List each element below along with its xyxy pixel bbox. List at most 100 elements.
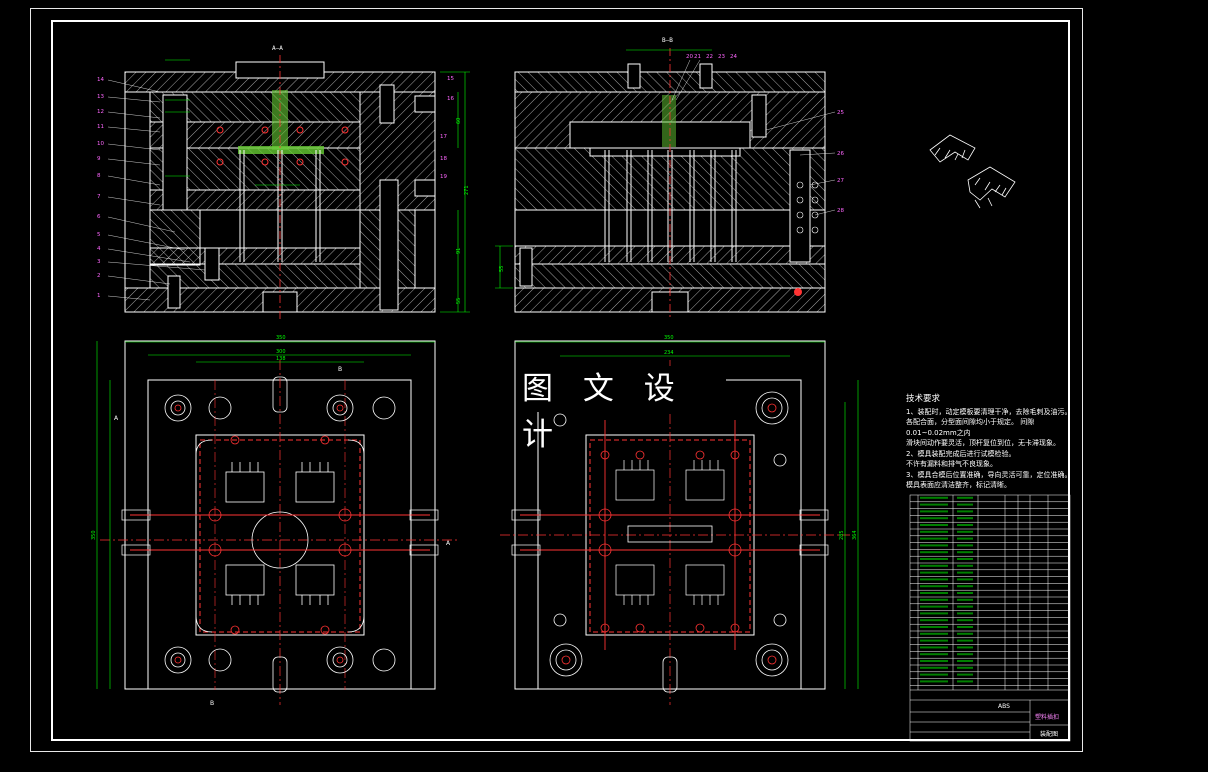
table-cell-text-mark [957,585,973,588]
table-cell-text-mark [920,612,948,615]
balloon-1: 1 [97,293,101,299]
table-cell-text-mark [957,517,973,520]
balloon-11: 11 [97,124,104,130]
table-cell-text-mark [957,564,973,567]
balloon-16: 16 [447,96,454,102]
table-cell-text-mark [920,639,948,642]
balloon-2: 2 [97,273,101,279]
dim-left-plan-inner2: 138 [276,356,286,362]
tech-line-6: 3、模具合模后位置准确，导向灵活可靠，定位准确。 [906,470,1072,479]
dim-right-plan-width: 350 [664,335,674,341]
tech-line-1: 1、装配时，动定模板要清理干净，去除毛刺及油污。 [906,407,1072,416]
drawing-inner-border [51,20,1070,741]
balloon-6: 6 [97,214,101,220]
dim-left-plan-width: 350 [276,335,286,341]
table-cell-text-mark [920,571,948,574]
plan-label-b-bottom: B [210,700,214,707]
balloon-17: 17 [440,134,447,140]
plan-view-left: 350 300 138 350 A A B B [91,335,460,707]
table-cell-text-mark [920,496,948,499]
table-cell-text-mark [957,673,973,676]
table-cell-text-mark [957,632,973,635]
table-cell-text-mark [957,619,973,622]
table-cell-text-mark [957,571,973,574]
table-cell-text-mark [920,558,948,560]
table-cell-text-mark [957,592,973,594]
table-cell-text-mark [957,530,973,533]
section-a-label: A—A [272,45,283,52]
parts-list-table [909,494,1071,742]
watermark: 图 文 设 计 [516,366,726,453]
table-cell-text-mark [957,503,973,506]
table-cell-text-mark [957,653,973,656]
table-cell-text-mark [957,496,973,499]
tech-line-3: 滑块间动作要灵活，顶杆复位到位，无卡滞现象。 [906,439,1060,447]
table-cell-text-mark [920,598,948,601]
table-cell-text-mark [957,666,973,669]
balloon-22: 22 [706,54,713,60]
table-cell-text-mark [920,517,948,520]
dim-left-plan-inner: 300 [276,349,286,355]
dim-left-plan-height: 350 [91,530,97,540]
table-cell-text-mark [920,626,948,628]
table-cell-text-mark [920,619,948,622]
balloon-18: 18 [440,156,447,162]
table-cell-text-mark [920,666,948,669]
table-cell-text-mark [920,605,948,608]
balloon-14: 14 [97,77,104,83]
table-cell-text-mark [920,585,948,588]
table-cell-text-mark [920,673,948,676]
balloon-5: 5 [97,232,101,238]
balloons-left: 14 13 12 11 10 9 8 7 6 5 4 3 2 1 15 16 1… [97,76,454,301]
balloon-12: 12 [97,109,104,115]
dim-right-plan-inner: 234 [664,350,674,356]
table-cell-text-mark [920,592,948,594]
part-isometric-sketch [929,134,1016,209]
table-cell-text-mark [920,646,948,649]
technical-requirements: 技术要求 1、装配时，动定模板要清理干净，去除毛刺及油污。 各配合面，分型面间隙… [906,394,1076,491]
balloon-3: 3 [97,259,101,265]
balloon-27: 27 [837,178,844,184]
dim-section-a-60: 60 [456,118,462,124]
table-cell-text-mark [920,660,948,662]
table-cell-text-mark [957,626,973,628]
plan-label-a-right: A [446,540,451,547]
table-cell-text-mark [957,612,973,615]
dim-section-b-55: 55 [499,266,505,272]
dim-section-a-55: 55 [456,298,462,304]
section-b-label: B—B [662,37,673,44]
title-block-part-name: 塑料插扣 [1035,714,1060,721]
dim-right-plan-height2: 364 [852,530,858,540]
table-cell-text-mark [957,646,973,649]
balloon-28: 28 [837,208,844,214]
title-block-material: ABS [998,703,1010,710]
balloon-4: 4 [97,246,101,252]
table-cell-text-mark [920,680,948,683]
plan-label-b-top: B [338,366,342,373]
tech-line-5: 不许有漏料和排气不良现象。 [906,460,997,468]
table-cell-text-mark [920,510,948,513]
tech-heading: 技术要求 [906,394,941,404]
table-cell-text-mark [920,551,948,554]
table-cell-text-mark [957,680,973,683]
table-cell-text-mark [920,544,948,547]
dim-section-height: 271 [464,185,470,195]
dim-right-plan-height: 285 [839,530,845,540]
balloon-21: 21 [694,54,701,60]
balloon-10: 10 [97,141,104,147]
balloon-13: 13 [97,94,104,100]
table-cell-text-mark [920,530,948,533]
table-cell-text-mark [957,578,973,581]
table-cell-text-mark [957,558,973,560]
table-cell-text-mark [920,653,948,656]
section-a-a-view: A—A [124,45,470,320]
balloon-15: 15 [447,76,454,82]
table-cell-text-mark [957,524,973,526]
table-cell-text-mark [957,551,973,554]
balloon-9: 9 [97,156,101,162]
title-block-drawing-type: 装配图 [1040,731,1059,738]
balloon-26: 26 [837,151,844,157]
tech-line-2: 各配合面，分型面间隙均小于规定。 间隙0.01~0.02mm之内 [906,418,1035,437]
table-cell-text-mark [920,564,948,567]
table-cell-text-mark [920,578,948,581]
